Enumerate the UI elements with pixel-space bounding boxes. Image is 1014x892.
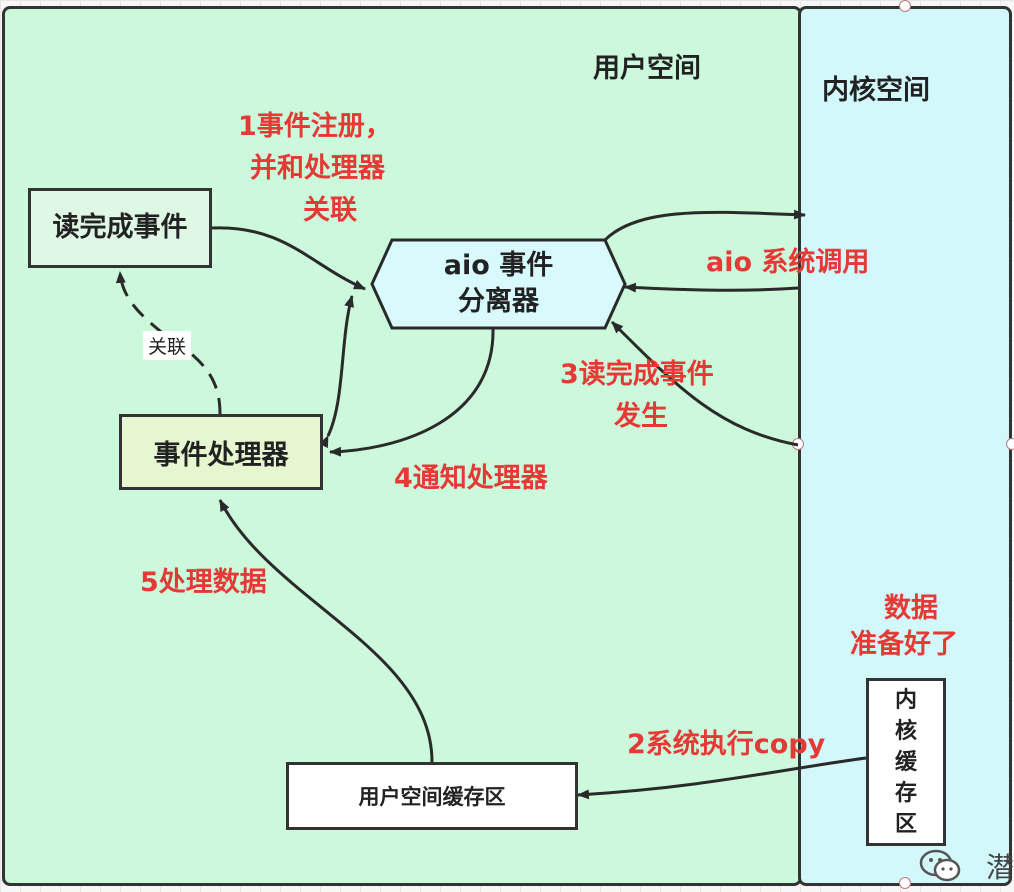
aio-demultiplexer-shape bbox=[370, 238, 627, 330]
resize-handle[interactable] bbox=[899, 0, 911, 12]
association-label: 关联 bbox=[143, 331, 192, 360]
step3-label-line1: 3读完成事件 bbox=[560, 359, 714, 390]
user-space-title: 用户空间 bbox=[593, 53, 701, 84]
user-space-buffer-node[interactable]: 用户空间缓存区 bbox=[286, 762, 578, 830]
watermark-text: 潜 bbox=[986, 851, 1014, 884]
read-complete-event-node[interactable]: 读完成事件 bbox=[28, 188, 212, 268]
copy-arrow bbox=[577, 756, 867, 800]
register-arrow bbox=[211, 226, 366, 291]
aio-demultiplexer-node[interactable]: aio 事件 分离器 bbox=[392, 248, 605, 320]
wechat-icon bbox=[919, 849, 961, 882]
step3-label-line2: 发生 bbox=[614, 401, 668, 432]
kernel-space-title: 内核空间 bbox=[822, 75, 930, 106]
aio-syscall-label: aio 系统调用 bbox=[706, 247, 870, 278]
step1-label-line3: 关联 bbox=[303, 195, 357, 226]
step1-label-line1: 1事件注册， bbox=[238, 111, 392, 142]
event-handler-label: 事件处理器 bbox=[153, 439, 289, 471]
read-complete-event-label: 读完成事件 bbox=[52, 212, 188, 243]
kernel-buffer-node[interactable]: 内核缓存区 bbox=[866, 678, 946, 846]
aio-syscall-return-arrow bbox=[624, 282, 799, 293]
step2-label: 2系统执行copy bbox=[627, 729, 826, 760]
resize-handle[interactable] bbox=[899, 877, 911, 889]
kernel-buffer-label: 内核缓存区 bbox=[894, 687, 917, 837]
handler-association-arrow bbox=[318, 295, 354, 449]
step4-label: 4通知处理器 bbox=[394, 463, 548, 494]
resize-handle[interactable] bbox=[1006, 438, 1014, 450]
user-space-buffer-label: 用户空间缓存区 bbox=[358, 785, 506, 809]
event-handler-node[interactable]: 事件处理器 bbox=[119, 414, 323, 490]
aio-demultiplexer-label-line1: aio 事件 bbox=[443, 250, 554, 281]
step5-label: 5处理数据 bbox=[140, 567, 267, 598]
aio-demultiplexer-label-line2: 分离器 bbox=[458, 286, 539, 317]
process-data-arrow bbox=[218, 499, 434, 763]
data-ready-label-line1: 数据 bbox=[884, 593, 938, 624]
read-complete-arrow bbox=[610, 320, 799, 447]
notify-handler-arrow bbox=[329, 327, 495, 457]
watermark: 潜 bbox=[912, 842, 1014, 890]
step1-label-line2: 并和处理器 bbox=[250, 153, 385, 184]
data-ready-label-line2: 准备好了 bbox=[850, 629, 958, 660]
aio-syscall-out-arrow bbox=[603, 209, 806, 242]
association-dashed-arrow bbox=[115, 271, 222, 415]
